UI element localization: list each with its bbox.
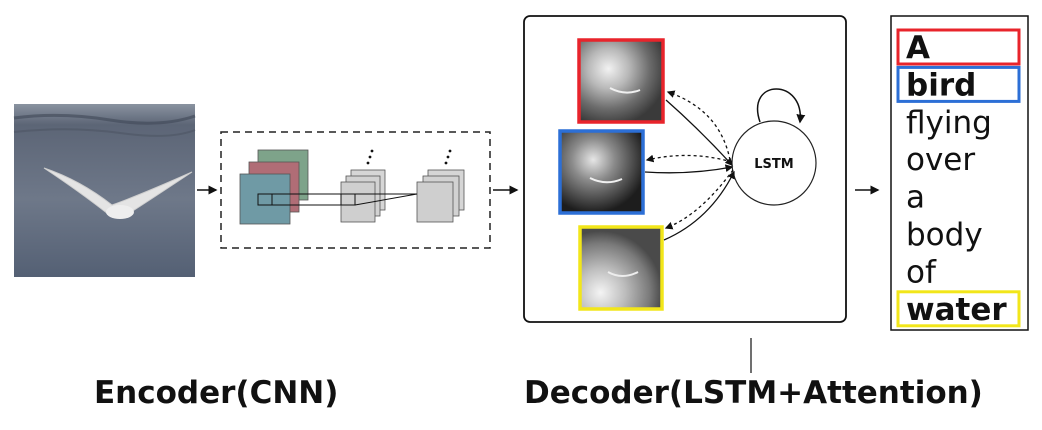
caption-word-highlight [896,28,1021,66]
encoder-caption: Encoder(CNN) [94,375,338,411]
caption-word: body [906,217,983,253]
caption-word: bird [906,67,976,103]
caption-word: water [906,292,1007,328]
caption-word: flying [906,105,992,141]
caption-word: a [906,180,925,216]
caption-word: over [906,142,975,178]
encoder-cnn-box [220,131,491,249]
caption-word: of [906,254,937,290]
feature-map-stack-gray-2 [416,149,465,223]
caption-word-highlight [896,290,1021,328]
caption-word-highlight [896,65,1021,103]
decoder-caption: Decoder(LSTM+Attention) [524,375,983,411]
feature-map-stack-gray-1 [340,149,386,223]
attention-arrows [644,90,735,241]
decoder-box: LSTM [523,15,847,323]
attention-map-red [577,38,665,124]
receptive-field-lines [272,193,418,206]
bird-photo [13,104,196,277]
lstm-label: LSTM [754,157,793,172]
attention-map-yellow [578,225,664,311]
attention-map-blue [558,129,645,215]
caption-word: A [906,30,930,66]
feature-map-stack-color [239,149,309,225]
